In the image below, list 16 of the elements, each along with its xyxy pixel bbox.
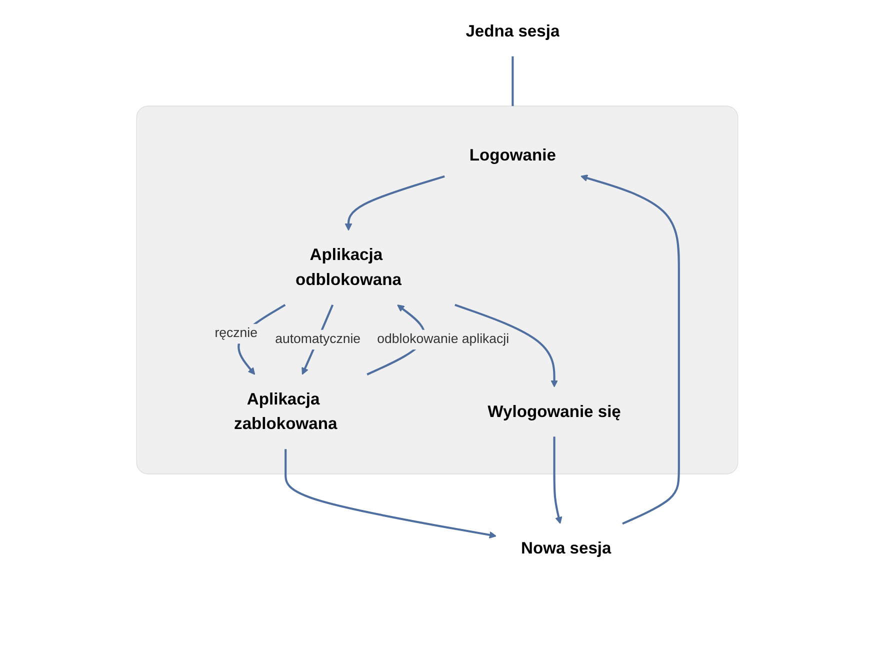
edge-label: automatycznie (275, 332, 361, 346)
node-text: Jedna sesja (466, 22, 560, 41)
arrow (580, 174, 680, 525)
node-text: Aplikacja odblokowana (296, 246, 402, 290)
arrow (454, 304, 558, 388)
node-text: Aplikacja zablokowana (234, 390, 338, 434)
arrow (345, 175, 446, 231)
connector (512, 56, 514, 106)
node-text: Logowanie (470, 146, 556, 165)
arrow (284, 449, 497, 539)
node-text: Nowa sesja (521, 539, 612, 558)
arrow (554, 436, 562, 524)
edge-label: ręcznie (215, 326, 258, 340)
cluster (136, 106, 738, 474)
edge-label: odblokowanie aplikacji (377, 332, 510, 346)
node-text: Wylogowanie się (488, 402, 622, 421)
